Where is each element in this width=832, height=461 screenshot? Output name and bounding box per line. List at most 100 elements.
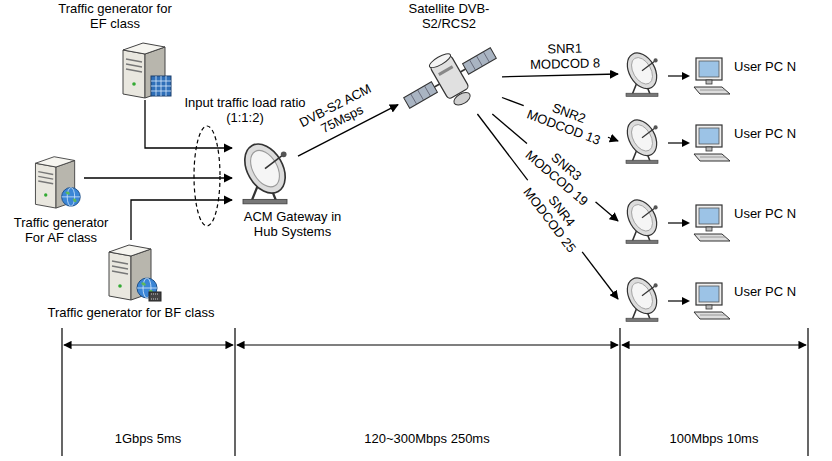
icon-part: [654, 58, 658, 62]
icon-part: [627, 54, 657, 88]
server-icon: [100, 240, 162, 302]
icon-part: [149, 292, 161, 301]
icon-part: [132, 82, 136, 86]
user-terminal: User PC N: [618, 115, 814, 167]
node-label: User PC N: [734, 285, 796, 300]
icon-part: [699, 286, 719, 302]
icon-part: [626, 160, 658, 163]
link-label: SNR1 MODCOD 8: [520, 41, 611, 73]
icon-part: [642, 207, 656, 217]
dimension-arrow: [237, 344, 618, 345]
traffic-generator: Traffic generator For AF class: [28, 150, 84, 212]
server-icon: [28, 150, 84, 212]
icon-part: [682, 219, 690, 227]
icon-part: [112, 261, 128, 264]
icon-part: [460, 69, 465, 72]
icon-part: [700, 90, 725, 91]
icon-part: [476, 56, 482, 66]
icon-part: [654, 205, 658, 209]
icon-part: [265, 154, 284, 168]
dimension-label: 100Mbps 10ms: [670, 432, 759, 447]
icon-part: [112, 266, 128, 269]
icon-part: [682, 72, 690, 80]
icon-part: [626, 318, 658, 321]
icon-part: [621, 115, 662, 164]
node-label: Traffic generator for EF class: [57, 2, 173, 32]
user-terminal: User PC N: [618, 195, 814, 247]
icon-part: [126, 64, 142, 67]
satellite-icon: [398, 42, 502, 114]
dimension-label: 1Gbps 5ms: [115, 432, 181, 447]
icon-part: [411, 94, 417, 104]
icon-part: [38, 181, 53, 184]
icon-part: [44, 193, 47, 196]
icon-part: [668, 75, 684, 76]
link-arrow: [84, 177, 232, 178]
icon-part: [418, 90, 424, 100]
icon-part: [621, 195, 662, 244]
icon-part: [706, 305, 712, 309]
icon-part: [395, 32, 508, 128]
icon-part: [438, 65, 453, 76]
icon-part: [112, 271, 128, 274]
icon-part: [62, 196, 81, 197]
icon-part: [627, 121, 657, 155]
icon-part: [700, 237, 725, 238]
icon-part: [694, 87, 730, 94]
icon-part: [463, 48, 497, 74]
link-arrow: [131, 200, 232, 240]
satellite: Satellite DVB-S2/RCS2: [398, 42, 502, 114]
traffic-generator: Traffic generator for EF class: [115, 38, 175, 100]
icon-part: [424, 86, 430, 96]
user-terminal: User PC N: [618, 48, 814, 100]
icon-part: [151, 76, 171, 96]
icon-part: [699, 128, 719, 144]
user-terminal-icon: [618, 195, 730, 247]
icon-part: [123, 50, 145, 98]
segment-tick: [619, 328, 620, 456]
icon-part: [237, 137, 294, 200]
icon-part: [126, 59, 142, 62]
icon-part: [696, 283, 722, 305]
icon-part: [682, 139, 690, 147]
icon-part: [706, 227, 712, 231]
link-arrow: [502, 74, 618, 77]
icon-part: [626, 240, 658, 243]
node-label: User PC N: [734, 207, 796, 222]
icon-part: [483, 52, 489, 62]
dish-antenna: [232, 140, 298, 206]
icon-part: [682, 297, 690, 305]
icon-part: [654, 125, 658, 129]
user-terminal-icon: [618, 48, 730, 100]
node-label: User PC N: [734, 127, 796, 142]
icon-part: [35, 163, 56, 208]
node-label: Traffic generator For AF class: [6, 216, 116, 246]
icon-part: [627, 201, 657, 235]
icon-part: [621, 115, 662, 161]
node-label: ACM Gateway in Hub Systems: [235, 210, 350, 240]
icon-part: [281, 151, 287, 157]
dimension-label: 120~300Mbps 250ms: [364, 432, 489, 447]
icon-part: [700, 315, 725, 316]
icon-part: [109, 252, 131, 300]
user-terminal-icon: [618, 273, 730, 325]
dimension-arrow: [64, 344, 233, 345]
segment-tick: [234, 328, 235, 456]
icon-part: [38, 172, 53, 175]
icon-part: [627, 279, 657, 313]
icon-part: [654, 283, 658, 287]
icon-part: [642, 285, 656, 295]
icon-part: [706, 147, 712, 151]
icon-part: [694, 234, 730, 241]
icon-part: [404, 82, 438, 108]
icon-part: [109, 245, 151, 256]
server-icon: [115, 38, 175, 100]
icon-part: [694, 283, 730, 319]
icon-part: [118, 284, 122, 288]
segment-tick: [807, 328, 808, 456]
icon-part: [452, 90, 473, 108]
icon-part: [151, 76, 171, 96]
icon-part: [700, 157, 725, 158]
icon-part: [699, 61, 719, 77]
